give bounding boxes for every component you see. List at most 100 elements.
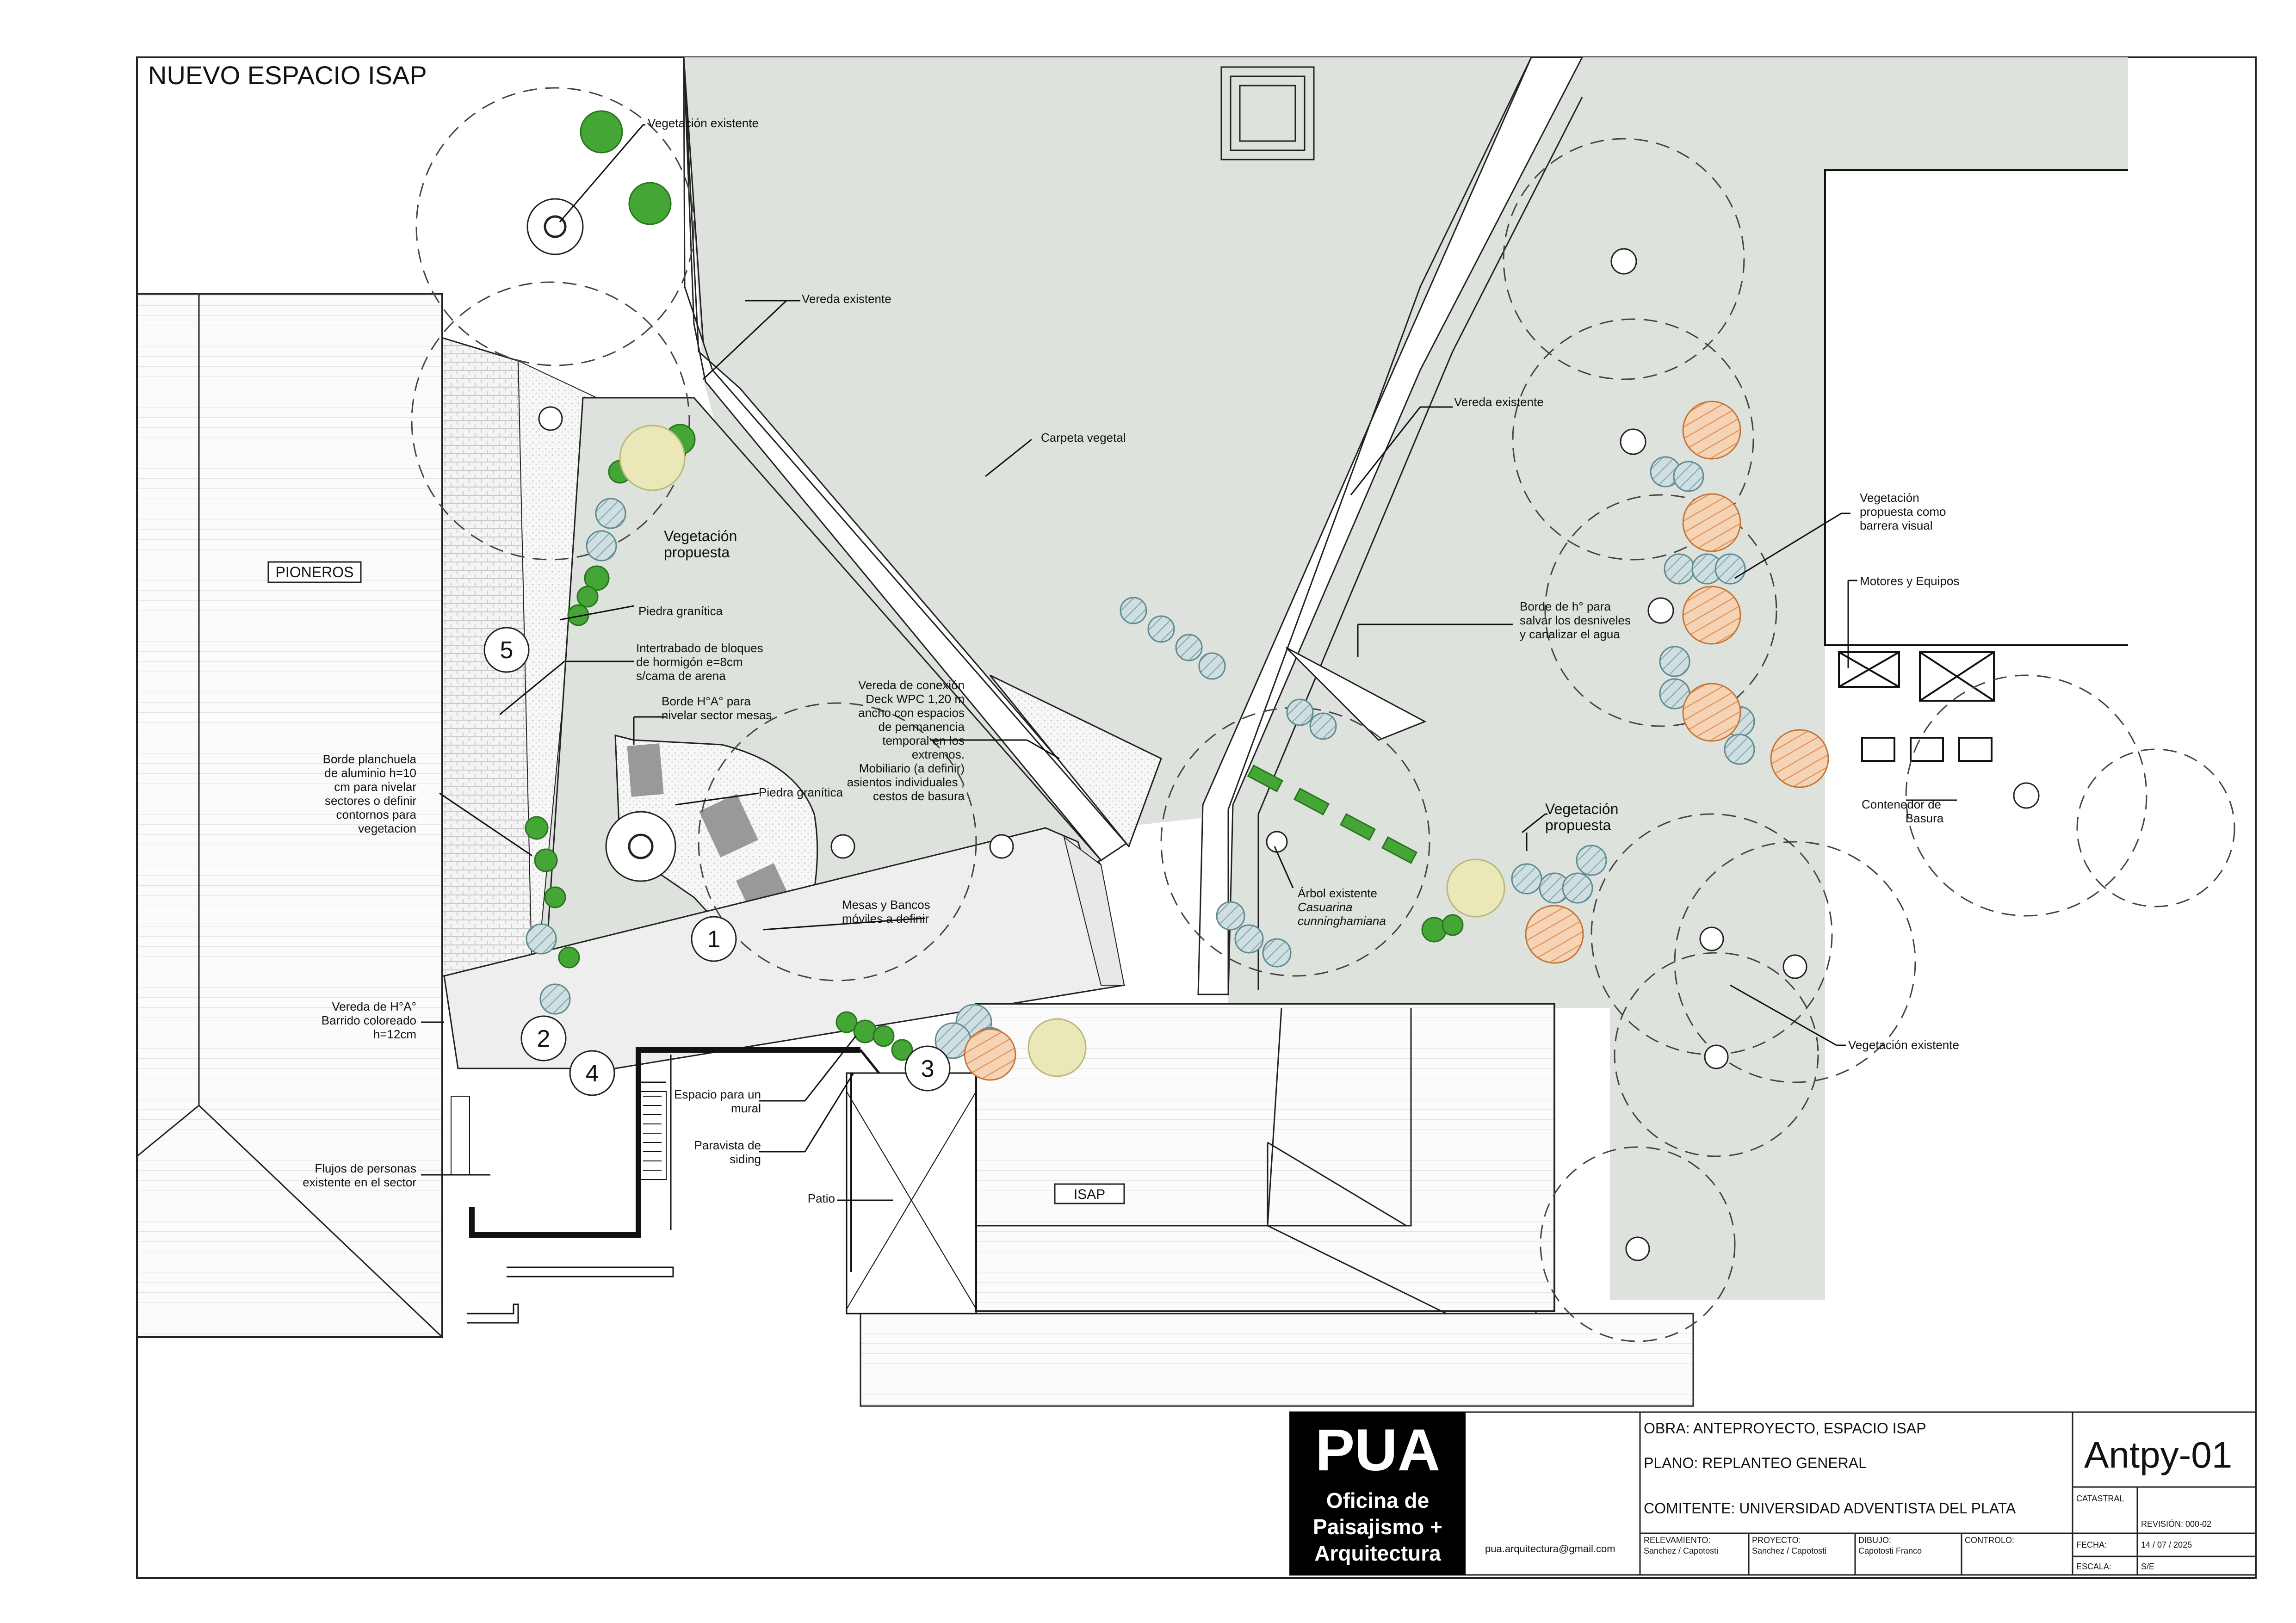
label-borde-h-3: y canalizar el agua	[1520, 627, 1620, 641]
email-link[interactable]: pua.arquitectura@gmail.com	[1485, 1543, 1615, 1555]
label-vereda-conexion-2: Deck WPC 1,20 m	[866, 692, 965, 706]
label-vegetacion-propuesta-1b: propuesta	[664, 544, 730, 561]
zone-number-2: 2	[537, 1025, 551, 1052]
logo-line-3: Arquitectura	[1314, 1541, 1441, 1565]
label-borde-h-1: Borde de h° para	[1520, 599, 1611, 613]
catastral-label: CATASTRAL	[2076, 1494, 2124, 1503]
border-h-triangle	[1285, 647, 1427, 741]
obra-text: OBRA: ANTEPROYECTO, ESPACIO ISAP	[1644, 1420, 1926, 1437]
label-isap: ISAP	[1074, 1187, 1105, 1202]
label-vereda-ha-3: h=12cm	[373, 1027, 416, 1041]
plano-text: PLANO: REPLANTEO GENERAL	[1644, 1455, 1867, 1471]
label-arbol-existente-2: Casuarina	[1298, 900, 1353, 914]
label-vereda-conexion-3: ancho con espacios	[858, 706, 965, 720]
orange-proposed-vegetation	[964, 401, 1829, 1081]
label-vereda-existente-2: Vereda existente	[1454, 395, 1544, 409]
label-vegetacion-existente-right: Vegetación existente	[1848, 1038, 1959, 1052]
label-vegetacion-existente-top: Vegetación existente	[648, 116, 759, 130]
walkways	[680, 56, 1584, 995]
label-vereda-conexion-4: de permanencia	[879, 720, 965, 734]
label-borde-planchuela-1: Borde planchuela	[323, 752, 417, 766]
label-contenedor-1: Contenedor de	[1862, 797, 1941, 811]
label-vegetacion-barrera-3: barrera visual	[1860, 518, 1933, 532]
relevamiento-label: RELEVAMIENTO:	[1644, 1536, 1711, 1545]
comitente-text: COMITENTE: UNIVERSIDAD ADVENTISTA DEL PL…	[1644, 1500, 2016, 1517]
label-borde-planchuela-5: contornos para	[336, 808, 417, 821]
label-vereda-conexion-6: extremos.	[912, 747, 965, 761]
label-patio: Patio	[808, 1191, 835, 1205]
label-vegetacion-propuesta-1a: Vegetación	[664, 528, 737, 544]
drawing-labels: NUEVO ESPACIO ISAP Vegetación existente …	[148, 61, 1959, 1205]
escala-label: ESCALA:	[2076, 1562, 2112, 1571]
label-flujos-2: existente en el sector	[303, 1175, 416, 1189]
logo-line-1: Oficina de	[1326, 1488, 1430, 1512]
proyecto-value: Sanchez / Capotosti	[1752, 1546, 1827, 1555]
logo-line-2: Paisajismo +	[1313, 1515, 1442, 1539]
label-espacio-mural-1: Espacio para un	[674, 1087, 761, 1101]
sheet-title: NUEVO ESPACIO ISAP	[148, 61, 427, 90]
label-vereda-conexion-1: Vereda de conexión	[858, 678, 965, 692]
label-motores: Motores y Equipos	[1860, 574, 1959, 588]
zone-number-5: 5	[500, 637, 514, 664]
table-1	[627, 743, 664, 797]
label-paravista-1: Paravista de	[694, 1138, 761, 1152]
label-vereda-conexion-7: Mobiliario (a definir)	[859, 761, 965, 775]
pioneros-label-box	[267, 561, 362, 583]
revision-text: REVISIÓN: 000-02	[2141, 1519, 2212, 1529]
proyecto-label: PROYECTO:	[1752, 1536, 1801, 1545]
dibujo-value: Capotosti Franco	[1858, 1546, 1922, 1555]
sheet-code: Antpy-01	[2084, 1434, 2233, 1475]
label-piedra-granitica-2: Piedra granítica	[759, 785, 843, 799]
fecha-value: 14 / 07 / 2025	[2141, 1540, 2192, 1549]
isap-label-box	[1054, 1183, 1125, 1204]
label-vereda-ha-2: Barrido coloreado	[322, 1013, 416, 1027]
label-contenedor-2: Basura	[1906, 811, 1944, 825]
label-vegetacion-propuesta-2b: propuesta	[1545, 817, 1611, 833]
blue-proposed-vegetation	[526, 456, 1755, 1064]
label-vereda-ha-1: Vereda de H°A°	[332, 1000, 416, 1013]
table-2	[699, 794, 759, 858]
label-borde-planchuela: Borde planchuela de aluminio h=10 cm par…	[323, 752, 417, 835]
label-vegetacion-propuesta-2a: Vegetación	[1545, 801, 1618, 817]
label-borde-planchuela-4: sectores o definir	[325, 794, 416, 808]
equipment-building	[1824, 169, 2128, 762]
label-borde-planchuela-2: de aluminio h=10	[324, 766, 416, 780]
label-borde-planchuela-6: vegetacion	[358, 821, 416, 835]
deck-triangle	[989, 674, 1162, 848]
top-square	[1220, 66, 1315, 160]
yellow-trees	[619, 425, 1505, 1077]
label-pioneros: PIONEROS	[276, 564, 354, 580]
label-vereda-conexion-8: asientos individuales ,	[847, 775, 965, 789]
label-mesas-bancos-1: Mesas y Bancos	[842, 898, 930, 912]
controlo-label: CONTROLO:	[1965, 1536, 2015, 1545]
zone-number-1: 1	[707, 926, 721, 953]
relevamiento-value: Sanchez / Capotosti	[1644, 1546, 1719, 1555]
label-borde-h-2: salvar los desniveles	[1520, 613, 1631, 627]
label-piedra-granitica-1: Piedra granítica	[638, 604, 723, 618]
label-espacio-mural-2: mural	[731, 1101, 761, 1115]
label-borde-ha-1: Borde H°A° para	[662, 694, 751, 708]
label-intertrabado-2: de hormigón e=8cm	[636, 655, 743, 669]
zone-number-circles	[483, 627, 951, 1096]
zone-number-3: 3	[921, 1055, 934, 1082]
escala-value: S/E	[2141, 1562, 2155, 1571]
label-vegetacion-barrera-2: propuesta como	[1860, 505, 1946, 518]
label-mesas-bancos-2: móviles a definir	[842, 912, 929, 926]
label-vereda-conexion-9: cestos de basura	[873, 789, 965, 803]
dibujo-label: DIBUJO:	[1858, 1536, 1892, 1545]
label-vereda-existente-1: Vereda existente	[802, 292, 891, 306]
building-isap	[860, 1003, 1694, 1407]
tree-trunks	[526, 198, 2040, 1261]
logo-pua: PUA	[1315, 1417, 1441, 1483]
label-paravista-2: siding	[730, 1152, 761, 1166]
zone-number-4: 4	[586, 1060, 599, 1087]
label-carpeta-vegetal: Carpeta vegetal	[1041, 431, 1126, 444]
fecha-label: FECHA:	[2076, 1540, 2107, 1549]
label-borde-planchuela-3: cm para nivelar	[334, 780, 416, 794]
label-arbol-existente-1: Árbol existente	[1298, 886, 1377, 900]
logo-block: PUA Oficina de Paisajismo + Arquitectura	[1290, 1412, 1466, 1575]
label-arbol-existente-3: cunninghamiana	[1298, 914, 1386, 928]
label-vereda-conexion-5: temporal en los	[882, 734, 965, 747]
label-intertrabado-1: Intertrabado de bloques	[636, 641, 763, 655]
